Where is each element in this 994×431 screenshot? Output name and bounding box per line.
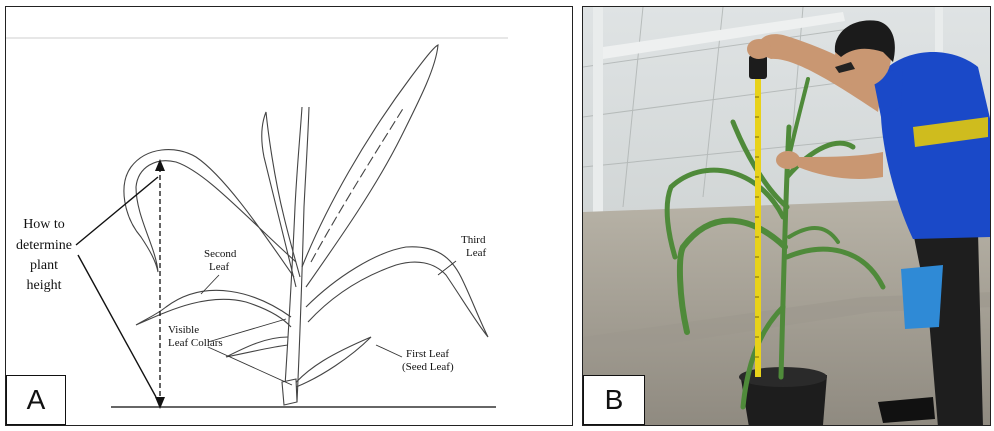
second-leaf-leader: [201, 275, 219, 294]
second-leaf-label-line2: Leaf: [209, 261, 229, 273]
first-leaf-label-line2: (Seed Leaf): [402, 361, 454, 373]
second-leaf: [136, 290, 291, 327]
third-leaf-label-line1: Third: [461, 234, 486, 246]
height-label-line4: height: [27, 278, 62, 293]
maize-plant-drawing: How to determine plant height Second Lea…: [6, 7, 573, 426]
first-leaf-label-line1: First Leaf: [406, 348, 449, 360]
first-leaf: [288, 337, 371, 392]
panel-a-letter: A: [6, 375, 66, 425]
panel-a-illustration: How to determine plant height Second Lea…: [5, 6, 573, 426]
greenhouse-photo: [583, 7, 991, 426]
panel-b-photo: B: [582, 6, 991, 426]
first-leaf-leader: [376, 345, 402, 357]
upright-leaf: [302, 45, 438, 287]
collars-label-line1: Visible: [168, 324, 199, 336]
measuring-tape: [755, 77, 761, 377]
third-leaf: [306, 247, 488, 337]
height-label-line2: determine: [16, 238, 72, 253]
third-leaf-label-line2: Leaf: [466, 247, 486, 259]
third-leaf-leader: [438, 261, 456, 275]
height-pointer-top: [76, 177, 158, 245]
pole: [593, 7, 603, 217]
height-label-line3: plant: [30, 258, 58, 273]
collars-label-line2: Leaf Collars: [168, 337, 223, 349]
panel-b-letter: B: [583, 375, 645, 425]
second-leaf-label-line1: Second: [204, 248, 237, 260]
blue-bucket: [901, 265, 943, 329]
height-label-line1: How to: [23, 217, 65, 232]
collar-leader-2: [208, 347, 292, 385]
height-pointer-bottom: [78, 255, 156, 397]
